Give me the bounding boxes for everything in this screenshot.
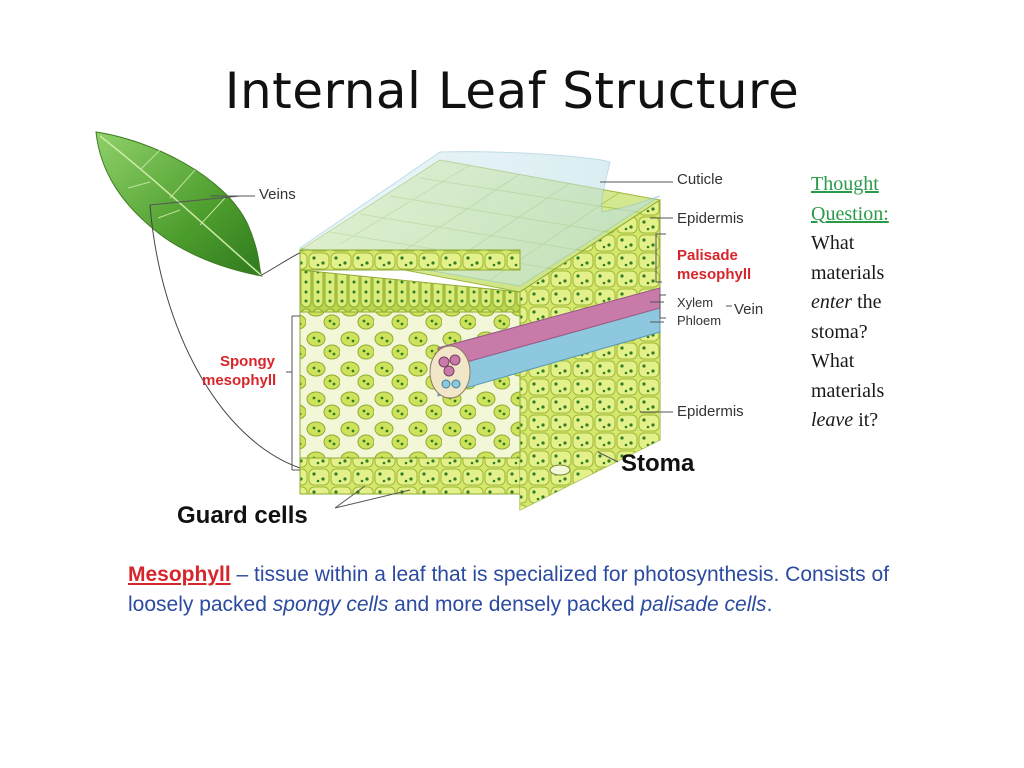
definition-dash: – — [230, 563, 255, 586]
thought-leave: leave — [811, 409, 854, 431]
definition-text-2: and more densely packed — [388, 593, 641, 616]
leaf-cross-section — [298, 151, 662, 511]
thought-line-2: materials — [811, 261, 885, 284]
definition-palisade: palisade cells — [640, 593, 767, 616]
label-vein: Vein — [734, 301, 764, 318]
thought-enter: enter — [811, 291, 853, 313]
leader-lines — [149, 181, 732, 509]
thought-heading-1: Thought — [811, 173, 879, 195]
thought-line-4: stoma? — [811, 320, 868, 343]
label-xylem: Xylem — [677, 295, 714, 310]
definition-text-1: tissue within a leaf that is specialized… — [128, 563, 890, 616]
label-veins: Veins — [259, 186, 296, 203]
label-palisade-line2: mesophyll — [677, 266, 752, 283]
thought-line-7-rest: it? — [853, 409, 879, 431]
label-palisade-line1: Palisade — [677, 247, 738, 264]
label-stoma: Stoma — [621, 450, 695, 477]
leaf-illustration — [95, 131, 264, 277]
label-epidermis-bottom: Epidermis — [677, 403, 744, 420]
mesophyll-definition: Mesophyll – tissue within a leaf that is… — [128, 560, 908, 620]
label-spongy-line2: mesophyll — [202, 372, 277, 389]
label-spongy-line1: Spongy — [220, 353, 275, 370]
label-guard-cells: Guard cells — [177, 502, 308, 529]
thought-line-6: materials — [811, 379, 885, 402]
thought-line-1: What — [811, 232, 855, 254]
label-epidermis-top: Epidermis — [677, 210, 744, 227]
definition-term: Mesophyll — [128, 563, 231, 586]
thought-question: Thought Question: What materials enter t… — [811, 170, 921, 436]
label-cuticle: Cuticle — [677, 171, 723, 188]
page-title: Internal Leaf Structure — [224, 62, 800, 120]
definition-spongy: spongy cells — [272, 593, 389, 616]
thought-line-5: What — [811, 350, 855, 372]
thought-line-3-rest: the — [852, 291, 882, 313]
thought-line-7: leave it? — [811, 406, 921, 436]
label-phloem: Phloem — [677, 313, 722, 328]
thought-line-3: enter the — [811, 288, 921, 318]
thought-heading-2: Question: — [811, 202, 889, 225]
definition-end: . — [766, 593, 773, 616]
